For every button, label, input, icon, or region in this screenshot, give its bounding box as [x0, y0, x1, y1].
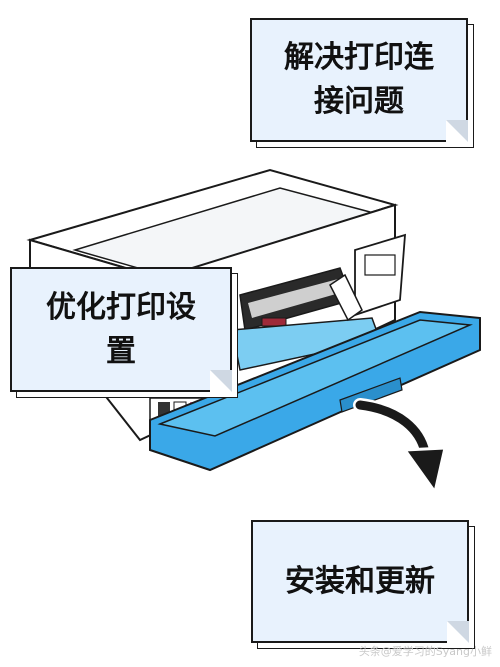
watermark: 头条@爱学习的Syang小鲜 [358, 645, 492, 658]
card-optimize-settings[interactable]: 优化打印设 置 [10, 267, 232, 392]
card-label: 安装和更新 [285, 563, 435, 599]
page-fold-icon [446, 120, 468, 142]
card-install-update[interactable]: 安装和更新 [251, 520, 469, 643]
card-label: 优化打印设 置 [46, 289, 196, 369]
card-fix-connection[interactable]: 解决打印连 接问题 [250, 18, 468, 142]
curved-arrow-icon [353, 398, 447, 496]
card-label: 解决打印连 接问题 [284, 40, 434, 119]
page-fold-icon [447, 621, 469, 643]
page-fold-icon [210, 370, 232, 392]
